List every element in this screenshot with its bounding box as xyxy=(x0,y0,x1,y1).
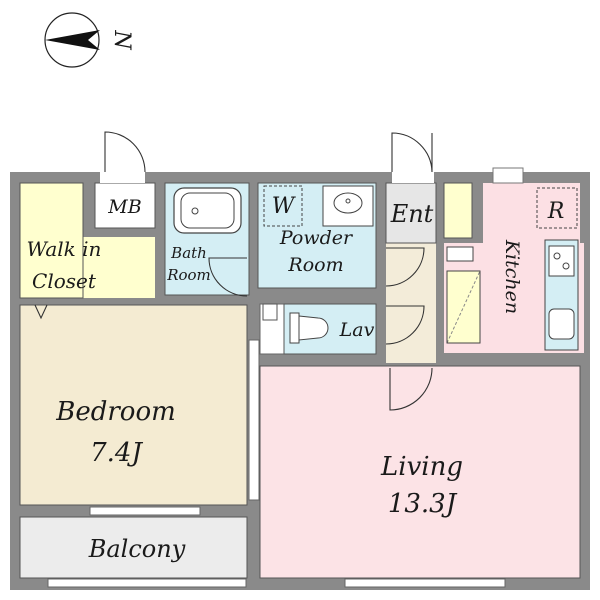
living-door xyxy=(389,367,433,411)
entrance-door xyxy=(391,132,433,173)
interior-wall xyxy=(376,183,386,366)
bedroom-floor xyxy=(20,305,247,505)
bedroom-balcony-window xyxy=(89,506,201,516)
hall-door-upper xyxy=(385,247,425,287)
bath-room-label-line2: Room xyxy=(166,266,211,284)
closet-door-marker xyxy=(34,304,48,320)
stove-icon xyxy=(544,239,579,351)
bedroom-size: 7.4J xyxy=(90,438,143,468)
mb-floor xyxy=(95,183,155,228)
fridge-label: R xyxy=(547,199,565,224)
mb-door xyxy=(104,131,146,173)
interior-wall xyxy=(258,288,376,304)
living-floor xyxy=(260,366,580,578)
entrance-door-gap xyxy=(392,165,434,183)
mb-label: MB xyxy=(107,196,141,218)
kitchen-label: Kitchen xyxy=(501,239,523,314)
balcony-label: Balcony xyxy=(88,535,186,563)
bedroom-sliding-door xyxy=(248,339,260,501)
fridge-space-icon xyxy=(536,187,578,229)
living-window xyxy=(344,578,506,588)
door-swings xyxy=(34,131,433,411)
shoe-closet-floor xyxy=(444,183,472,238)
mb-door-gap xyxy=(100,165,145,183)
balcony-floor xyxy=(20,517,247,578)
bedroom-name: Bedroom xyxy=(55,397,176,427)
compass-north-label: N xyxy=(109,29,134,50)
storage-shelf-icon xyxy=(446,246,481,344)
compass-arrow-icon xyxy=(45,30,100,50)
interior-wall xyxy=(20,298,165,305)
powder-room-label-line2: Room xyxy=(287,254,343,276)
wash-basin-icon xyxy=(322,185,374,227)
walk-in-closet-floor xyxy=(20,183,83,298)
entrance-label: Ent xyxy=(390,200,434,228)
interior-wall xyxy=(472,183,483,243)
lav-door xyxy=(385,305,425,345)
compass: N xyxy=(44,12,134,68)
washer-space-icon xyxy=(263,185,303,227)
bath-room-label-line1: Bath xyxy=(170,244,207,262)
interior-wall xyxy=(83,183,95,228)
interior-wall xyxy=(260,354,376,366)
entrance-floor xyxy=(386,183,436,243)
interior-wall xyxy=(444,353,580,366)
interior-wall xyxy=(83,228,155,237)
powder-room-label-line1: Powder xyxy=(279,227,354,249)
bath-door xyxy=(208,257,248,297)
walk-in-closet-label-line1: Walk in xyxy=(27,237,102,261)
interior-wall xyxy=(249,183,258,295)
pipe-shaft xyxy=(262,303,278,321)
bathtub-icon xyxy=(173,187,242,234)
walk-in-closet-label-line2: Closet xyxy=(32,269,97,293)
living-name: Living xyxy=(380,452,463,482)
interior-wall xyxy=(436,183,444,366)
lavatory-label: Lav xyxy=(339,319,375,341)
toilet-icon xyxy=(289,312,329,344)
washer-label: W xyxy=(272,194,297,219)
kitchen-window xyxy=(492,167,524,184)
balcony-rail xyxy=(47,578,247,588)
hall-floor xyxy=(386,243,436,363)
walk-in-closet-floor-east xyxy=(83,237,155,298)
living-size: 13.3J xyxy=(388,489,458,519)
interior-wall xyxy=(155,183,165,298)
